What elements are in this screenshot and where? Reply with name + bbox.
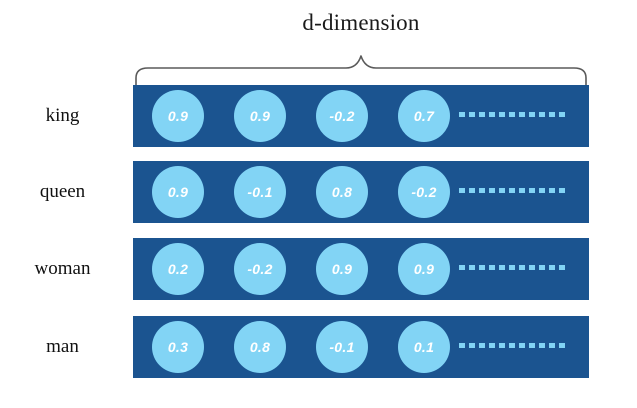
ellipsis-dash	[459, 112, 465, 117]
ellipsis-dash	[499, 188, 505, 193]
embedding-cell: -0.2	[234, 243, 286, 295]
ellipsis-dash	[529, 188, 535, 193]
ellipsis-dash	[529, 265, 535, 270]
ellipsis-dash	[539, 265, 545, 270]
embedding-cell: -0.2	[316, 90, 368, 142]
row-label-queen: queen	[39, 181, 86, 202]
ellipsis-dash	[489, 188, 495, 193]
ellipsis-dash	[559, 188, 565, 193]
ellipsis-dash	[559, 265, 565, 270]
page-title: d-dimension	[302, 10, 420, 35]
ellipsis-dash	[539, 112, 545, 117]
ellipsis-dash	[469, 265, 475, 270]
ellipsis-dash	[519, 112, 525, 117]
embedding-cell: -0.2	[398, 166, 450, 218]
embedding-cell: 0.7	[398, 90, 450, 142]
embedding-row-man: man 0.3 0.8 -0.1 0.1	[0, 316, 637, 378]
dimension-brace	[133, 52, 589, 87]
ellipsis-dash	[509, 112, 515, 117]
ellipsis-dash	[489, 112, 495, 117]
ellipsis-dash	[539, 188, 545, 193]
ellipsis-dash	[529, 112, 535, 117]
embedding-row-queen: queen 0.9 -0.1 0.8 -0.2	[0, 161, 637, 223]
ellipsis-dash	[529, 343, 535, 348]
brace-icon	[135, 55, 587, 87]
row-label-man: man	[46, 336, 79, 357]
embedding-cell: 0.2	[152, 243, 204, 295]
ellipsis-dashes	[459, 188, 569, 193]
ellipsis-dash	[509, 343, 515, 348]
embedding-cell: 0.3	[152, 321, 204, 373]
ellipsis-dash	[519, 343, 525, 348]
ellipsis-dash	[479, 343, 485, 348]
ellipsis-dash	[549, 265, 555, 270]
embedding-cell: -0.1	[316, 321, 368, 373]
embedding-cell: 0.9	[152, 90, 204, 142]
ellipsis-dash	[519, 188, 525, 193]
embedding-cell: 0.1	[398, 321, 450, 373]
embedding-cell: 0.9	[316, 243, 368, 295]
embedding-vector-bar-king: 0.9 0.9 -0.2 0.7	[133, 85, 589, 147]
ellipsis-dash	[549, 343, 555, 348]
embedding-cell: 0.9	[152, 166, 204, 218]
embedding-cell: 0.9	[398, 243, 450, 295]
ellipsis-dash	[539, 343, 545, 348]
ellipsis-dash	[549, 188, 555, 193]
embedding-cell: 0.8	[316, 166, 368, 218]
ellipsis-dash	[479, 265, 485, 270]
ellipsis-dash	[469, 188, 475, 193]
ellipsis-dash	[489, 343, 495, 348]
ellipsis-dash	[469, 343, 475, 348]
embedding-vector-bar-man: 0.3 0.8 -0.1 0.1	[133, 316, 589, 378]
ellipsis-dash	[459, 343, 465, 348]
embedding-row-woman: woman 0.2 -0.2 0.9 0.9	[0, 238, 637, 300]
ellipsis-dash	[509, 265, 515, 270]
embedding-cell: -0.1	[234, 166, 286, 218]
ellipsis-dash	[459, 265, 465, 270]
ellipsis-dash	[469, 112, 475, 117]
ellipsis-dashes	[459, 343, 569, 348]
ellipsis-dash	[489, 265, 495, 270]
embedding-cell: 0.8	[234, 321, 286, 373]
ellipsis-dash	[459, 188, 465, 193]
ellipsis-dash	[499, 343, 505, 348]
ellipsis-dash	[549, 112, 555, 117]
ellipsis-dash	[499, 112, 505, 117]
ellipsis-dash	[559, 343, 565, 348]
ellipsis-dash	[499, 265, 505, 270]
embedding-row-king: king 0.9 0.9 -0.2 0.7	[0, 85, 637, 147]
embedding-cell: 0.9	[234, 90, 286, 142]
embedding-vector-bar-queen: 0.9 -0.1 0.8 -0.2	[133, 161, 589, 223]
ellipsis-dash	[519, 265, 525, 270]
embedding-vector-bar-woman: 0.2 -0.2 0.9 0.9	[133, 238, 589, 300]
ellipsis-dash	[479, 112, 485, 117]
ellipsis-dash	[559, 112, 565, 117]
ellipsis-dash	[479, 188, 485, 193]
ellipsis-dash	[509, 188, 515, 193]
ellipsis-dashes	[459, 265, 569, 270]
ellipsis-dashes	[459, 112, 569, 117]
row-label-king: king	[45, 105, 80, 126]
row-label-woman: woman	[34, 258, 91, 279]
